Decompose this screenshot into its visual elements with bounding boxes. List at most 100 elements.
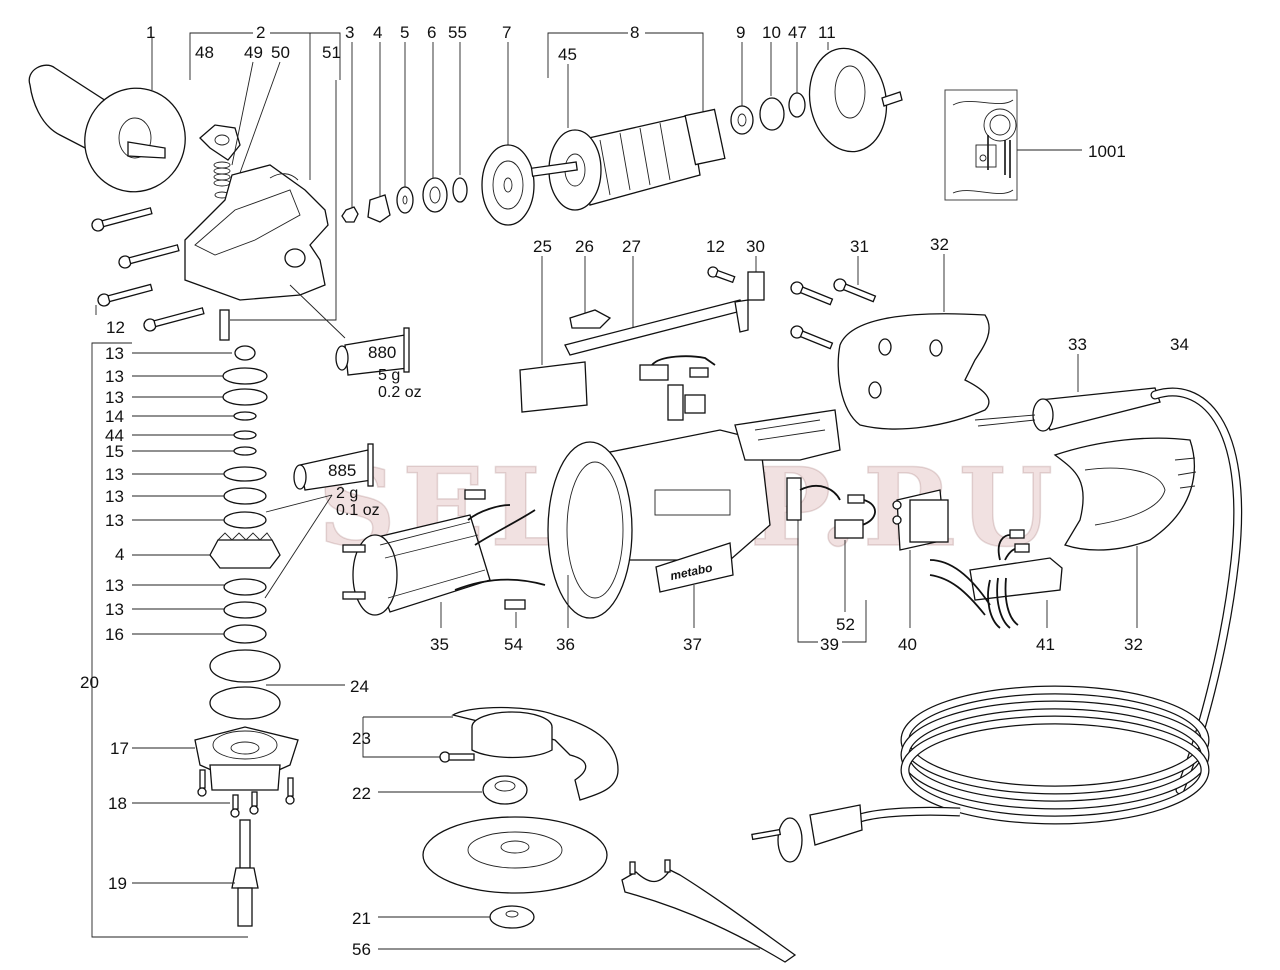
housing-screws (91, 207, 205, 332)
label-7: 7 (502, 23, 511, 42)
side-handle (28, 64, 186, 193)
label-27: 27 (622, 237, 641, 256)
label-26: 26 (575, 237, 594, 256)
label-13-3: 13 (105, 388, 124, 407)
washer-5 (396, 186, 414, 214)
label-56: 56 (352, 940, 371, 959)
label-54: 54 (504, 635, 523, 654)
o-ring-lower (209, 686, 281, 720)
label-33: 33 (1068, 335, 1087, 354)
guard-screw (439, 751, 475, 763)
label-11: 11 (818, 23, 836, 42)
label-24: 24 (350, 677, 369, 696)
spindle-stack: 13 13 13 14 44 15 13 13 13 4 13 (105, 344, 281, 644)
label-34: 34 (1170, 335, 1189, 354)
label-19: 19 (108, 874, 127, 893)
grease-885-grams: 2 g (336, 485, 358, 502)
label-47: 47 (788, 23, 807, 42)
bracket-20 (91, 342, 248, 938)
washer-47 (788, 92, 806, 118)
label-35: 35 (430, 635, 449, 654)
label-13-4: 13 (105, 465, 124, 484)
label-13-2: 13 (105, 367, 124, 386)
gear-housing (184, 164, 329, 301)
cable-coil (858, 685, 1210, 825)
label-39: 39 (820, 635, 839, 654)
inset-wiring-detail (944, 89, 1018, 201)
label-17: 17 (110, 739, 129, 758)
label-23: 23 (352, 729, 371, 748)
label-50: 50 (271, 43, 290, 62)
bracket-2 (189, 32, 341, 80)
switch-40 (892, 489, 949, 551)
label-37: 37 (683, 635, 702, 654)
label-12-left: 12 (106, 318, 125, 337)
carbon-brush (639, 364, 669, 381)
gear-flange (194, 726, 299, 791)
leader-51 (230, 80, 337, 321)
grease-tube-880 (335, 327, 410, 376)
label-44: 44 (105, 426, 124, 445)
pin-spanner (621, 859, 797, 963)
bearing-9 (730, 105, 754, 135)
grease-880-ounces: 0.2 oz (378, 384, 422, 401)
label-25: 25 (533, 237, 552, 256)
label-21: 21 (352, 909, 371, 928)
cable-clamp (747, 271, 765, 301)
brand-plate: metabo (655, 542, 734, 593)
rating-plate (519, 361, 588, 413)
label-55: 55 (448, 23, 467, 42)
handle-shell-lower (1053, 437, 1197, 551)
label-30: 30 (746, 237, 765, 256)
label-51: 51 (322, 43, 341, 62)
label-14: 14 (105, 407, 124, 426)
brush-holder-39 (786, 477, 802, 521)
fan-baffle (808, 47, 903, 153)
label-36: 36 (556, 635, 575, 654)
label-4-top: 4 (373, 23, 382, 42)
label-40: 40 (898, 635, 917, 654)
carbon-brush-52 (834, 519, 864, 539)
bearing-flange (481, 144, 535, 226)
label-52: 52 (836, 615, 855, 634)
label-13-8: 13 (105, 600, 124, 619)
label-9: 9 (736, 23, 745, 42)
electronic-module (929, 529, 1063, 629)
bracket-39 (797, 520, 867, 643)
grease-880-id: 880 (368, 343, 396, 362)
grease-885-ounces: 0.1 oz (336, 502, 380, 519)
grease-tube-885 (293, 443, 374, 491)
label-12-right: 12 (706, 237, 725, 256)
mains-plug (751, 804, 863, 863)
pin (219, 309, 230, 341)
o-ring-upper (209, 649, 281, 683)
flange-screws (197, 769, 295, 818)
label-16: 16 (105, 625, 124, 644)
label-48: 48 (195, 43, 214, 62)
label-31: 31 (850, 237, 869, 256)
handle-shell-upper (837, 313, 990, 430)
spindle-lock-cap (199, 124, 241, 161)
label-1001: 1001 (1088, 142, 1126, 161)
label-32-bottom: 32 (1124, 635, 1143, 654)
label-3: 3 (345, 23, 354, 42)
label-13-1: 13 (105, 344, 124, 363)
motor-housing (547, 409, 841, 619)
nut (341, 206, 359, 223)
label-10: 10 (762, 23, 781, 42)
brush-holder (667, 384, 684, 421)
label-22: 22 (352, 784, 371, 803)
label-13-5: 13 (105, 487, 124, 506)
spindle (231, 819, 259, 927)
bearing-sleeve (759, 97, 785, 131)
label-4-stack: 4 (115, 545, 124, 564)
washer-55 (452, 177, 468, 203)
label-2: 2 (256, 23, 265, 42)
label-49: 49 (244, 43, 263, 62)
pinion (367, 194, 391, 223)
bracket-8 (547, 32, 704, 112)
bracket-23 (362, 716, 453, 758)
label-32-top: 32 (930, 235, 949, 254)
slide-switch-knob (569, 309, 612, 329)
